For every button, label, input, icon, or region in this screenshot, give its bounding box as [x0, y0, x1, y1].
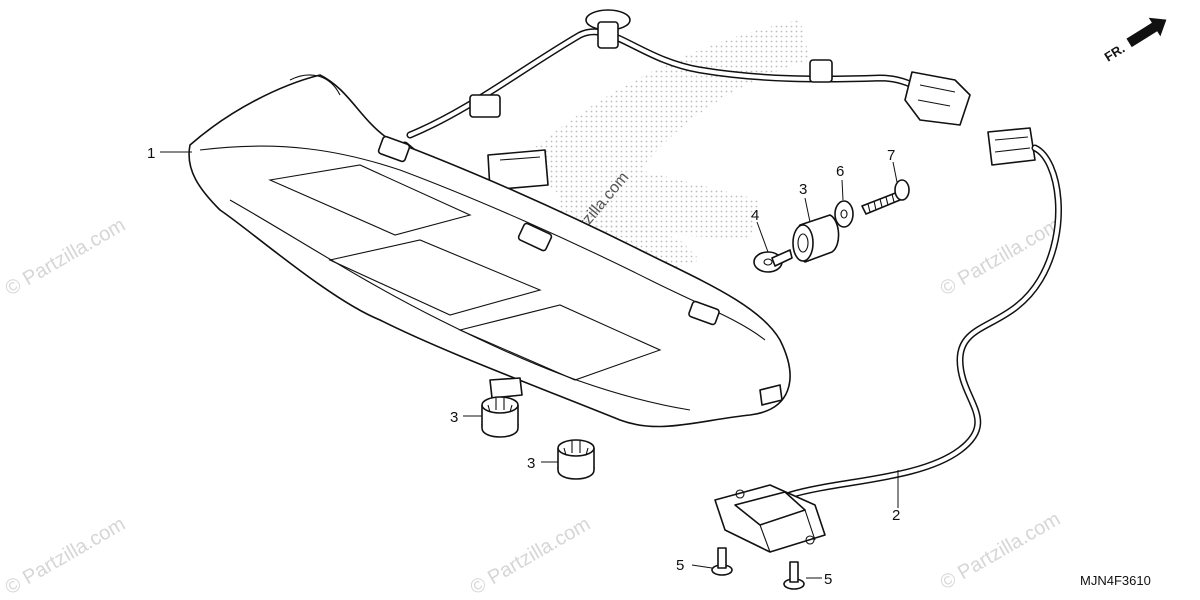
- front-direction-arrow: FR.: [1102, 17, 1167, 65]
- grommet: [481, 396, 519, 438]
- watermark-text: © Partzilla.com: [2, 513, 130, 599]
- callout-2: 2: [892, 507, 900, 524]
- diagram-code: MJN4F3610: [1080, 573, 1151, 588]
- callout-3: 3: [799, 181, 807, 198]
- watermark-text: © Partzilla.com: [2, 214, 130, 300]
- watermark-text: © Partzilla.com: [467, 513, 595, 599]
- collar: [753, 249, 793, 273]
- front-label: FR.: [1102, 41, 1128, 65]
- watermark-text: © Partzilla.com: [937, 508, 1065, 594]
- screw: [861, 179, 910, 215]
- grommet: [557, 439, 595, 480]
- callout-3: 3: [450, 409, 458, 426]
- screw: [711, 547, 733, 576]
- watermark-text: © Partzilla.com: [937, 214, 1065, 300]
- leader-lines: [160, 151, 899, 579]
- callout-7: 7: [887, 147, 895, 164]
- callout-6: 6: [836, 163, 844, 180]
- sub-harness: [714, 127, 1062, 553]
- screw: [783, 561, 805, 590]
- washer: [834, 200, 854, 228]
- grommet: [792, 214, 840, 263]
- tail-light-unit: [188, 74, 791, 428]
- callout-1: 1: [147, 145, 155, 162]
- callout-5: 5: [676, 557, 684, 574]
- callout-4: 4: [751, 207, 759, 224]
- callout-3: 3: [527, 455, 535, 472]
- callout-5: 5: [824, 571, 832, 588]
